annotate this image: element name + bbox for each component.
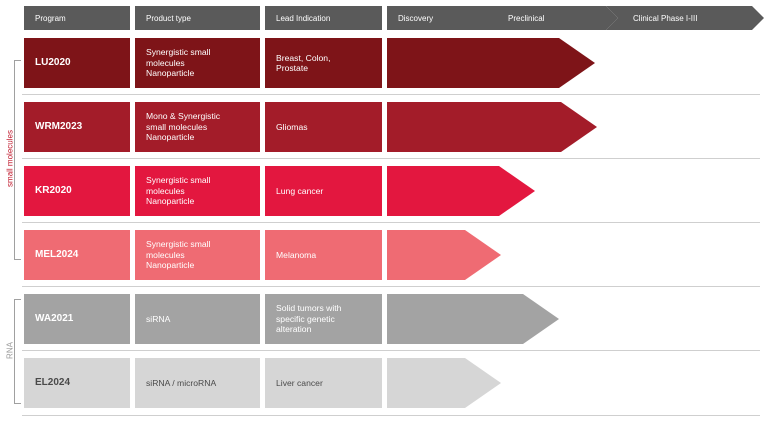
stage-arrow xyxy=(387,230,501,280)
stage-arrow xyxy=(387,358,501,408)
indication-cell: Melanoma xyxy=(265,230,382,280)
program-cell: WRM2023 xyxy=(24,102,130,152)
program-cell: WA2021 xyxy=(24,294,130,344)
group-label-rna: RNA xyxy=(5,342,15,359)
product-type-cell: Synergistic small molecules Nanoparticle xyxy=(135,166,260,216)
indication-cell: Breast, Colon, Prostate xyxy=(265,38,382,88)
stage-arrow xyxy=(387,38,595,88)
indication-cell: Lung cancer xyxy=(265,166,382,216)
row-separator xyxy=(22,415,760,416)
rna-bracket xyxy=(14,299,21,404)
header-phase-discovery-label: Discovery xyxy=(398,13,434,23)
program-cell: KR2020 xyxy=(24,166,130,216)
product-type-cell: siRNA xyxy=(135,294,260,344)
header-phase-discovery: Discovery xyxy=(387,6,497,30)
row-separator xyxy=(22,94,760,95)
product-type-cell: Synergistic small molecules Nanoparticle xyxy=(135,38,260,88)
program-cell: MEL2024 xyxy=(24,230,130,280)
header-program: Program xyxy=(24,6,130,30)
indication-cell: Liver cancer xyxy=(265,358,382,408)
product-type-cell: Mono & Synergistic small molecules Nanop… xyxy=(135,102,260,152)
row-separator xyxy=(22,286,760,287)
program-cell: LU2020 xyxy=(24,38,130,88)
stage-arrow xyxy=(387,294,559,344)
header-phase-clinical-label: Clinical Phase I-III xyxy=(633,13,698,23)
header-phase-preclinical: Preclinical xyxy=(484,6,618,30)
product-type-cell: siRNA / microRNA xyxy=(135,358,260,408)
product-type-cell: Synergistic small molecules Nanoparticle xyxy=(135,230,260,280)
row-separator xyxy=(22,222,760,223)
row-separator xyxy=(22,158,760,159)
stage-arrow xyxy=(387,102,597,152)
stage-arrow xyxy=(387,166,535,216)
group-label-small-molecules: small molecules xyxy=(5,130,15,187)
row-separator xyxy=(22,350,760,351)
header-phase-clinical: Clinical Phase I-III xyxy=(606,6,764,30)
header-phase-preclinical-label: Preclinical xyxy=(508,13,545,23)
indication-cell: Gliomas xyxy=(265,102,382,152)
small-molecules-bracket xyxy=(14,60,21,260)
header-lead-indication: Lead Indication xyxy=(265,6,382,30)
program-cell: EL2024 xyxy=(24,358,130,408)
header-product-type: Product type xyxy=(135,6,260,30)
indication-cell: Solid tumors with specific genetic alter… xyxy=(265,294,382,344)
